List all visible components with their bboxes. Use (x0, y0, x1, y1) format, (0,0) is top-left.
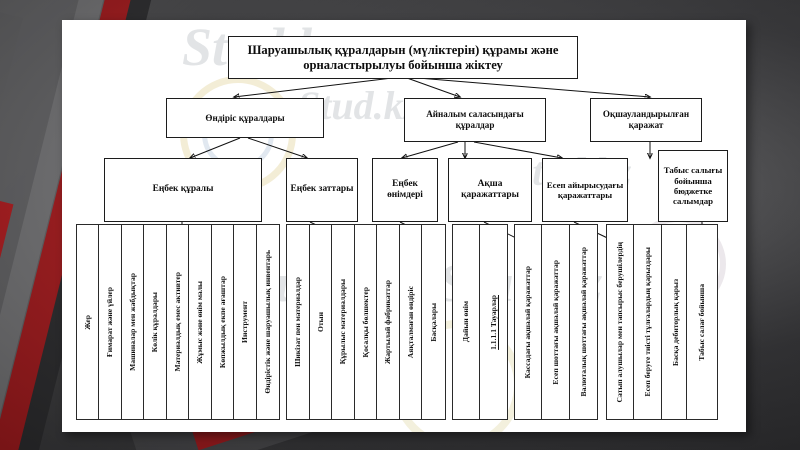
leaf-column[interactable]: Өндірістік және шаруашылық инвентарь (257, 225, 279, 419)
leaf-label: Материалдық емес активтер (172, 272, 182, 372)
leaf-label: Жер (82, 314, 92, 330)
leaf-group-labour-objects: Шикізат пен материалдар Отын Құрылыс мат… (286, 224, 446, 420)
leaf-group-cash-funds: Кассадағы ақшалай қаражаттар Есеп шоттағ… (514, 224, 598, 420)
leaf-label: Шикізат пен материалдар (293, 277, 303, 367)
leaf-group-income-tax: Табыс салағ бойынша (686, 224, 718, 420)
leaf-column[interactable]: Инструмент (234, 225, 257, 419)
leaf-group-labour-products: Дайын өнім 1.1.1.1 Тауарлар (452, 224, 508, 420)
leaf-label: Көлік құралдары (150, 291, 160, 353)
leaf-label: Өндірістік және шаруашылық инвентарь (263, 250, 273, 394)
level3-box-cash-funds: Ақша қаражаттары (448, 158, 532, 222)
leaf-column[interactable]: Табыс салағ бойынша (687, 225, 717, 419)
level3-box-income-tax-budget: Табыс салығы бойынша бюджетке салымдар (658, 150, 728, 222)
leaf-label: Басқа дебиторлық қарыз (670, 278, 680, 366)
leaf-column[interactable]: Есеп шоттағы ақшалай қаражаттар (542, 225, 570, 419)
leaf-column[interactable]: Жұмыс және өнім малы (189, 225, 212, 419)
leaf-group-settlement-funds: Сатып алушылар мен тапсырыс берушілердің… (606, 224, 690, 420)
leaf-label: Қосалқы бөлшектер (360, 286, 370, 358)
leaf-label: Құрылыс материалдары (338, 279, 348, 365)
diagram-title-box: Шаруашылық құралдарын (мүліктерін) құрам… (228, 36, 578, 79)
level2-label: Айналым саласындағы құралдар (426, 109, 524, 130)
level2-box-circulation-means: Айналым саласындағы құралдар (404, 98, 546, 142)
level2-label: Оқшауландырылған қаражат (602, 109, 690, 130)
leaf-label: Есеп беруге тиісті тұлғалардың қарыздары (642, 247, 652, 397)
level3-label: Еңбек құралы (152, 184, 214, 195)
leaf-column[interactable]: Жартылай фабрикаттар (377, 225, 400, 419)
leaf-label: 1.1.1.1 Тауарлар (488, 294, 498, 350)
leaf-label: Көпжылдық екпе ағаштар (217, 275, 227, 369)
level2-box-isolated-funds: Оқшауландырылған қаражат (590, 98, 702, 142)
leaf-column[interactable]: Ғимарат және үйлер (99, 225, 122, 419)
leaf-label: Есеп шоттағы ақшалай қаражаттар (550, 259, 560, 385)
cut-off-text-fragment: ------ (480, 20, 498, 22)
leaf-column[interactable]: 1.1.1.1 Тауарлар (480, 225, 507, 419)
leaf-column[interactable]: Дайын өнім (453, 225, 481, 419)
leaf-label: Дайын өнім (461, 301, 471, 343)
leaf-label: Басқалары (429, 302, 438, 342)
leaf-column[interactable]: Аяқталмаған өндіріс (400, 225, 423, 419)
diagram-title: Шаруашылық құралдарын (мүліктерін) құрам… (247, 42, 559, 72)
leaf-label: Ғимарат және үйлер (105, 286, 115, 358)
level2-label: Өндіріс құралдары (205, 112, 285, 123)
leaf-column[interactable]: Материалдық емес активтер (167, 225, 190, 419)
level3-label: Еңбек заттары (290, 184, 354, 195)
leaf-column[interactable]: Кассадағы ақшалай қаражаттар (515, 225, 543, 419)
leaf-column[interactable]: Құрылыс материалдары (332, 225, 355, 419)
leaf-group-labour-tools: Жер Ғимарат және үйлер Машиналар мен жаб… (76, 224, 280, 420)
leaf-label: Аяқталмаған өндіріс (405, 285, 415, 359)
leaf-label: Сатып алушылар мен тапсырыс берушілердің (615, 241, 625, 403)
level3-label: Табыс салығы бойынша бюджетке салымдар (663, 165, 723, 207)
level3-label: Есеп айырысудағы қаражаттары (546, 179, 624, 200)
leaf-column[interactable]: Көпжылдық екпе ағаштар (212, 225, 235, 419)
level3-label: Ақша қаражаттары (461, 178, 519, 200)
level3-box-labour-products: Еңбек өнімдері (372, 158, 438, 222)
level3-label: Еңбек өнімдері (387, 178, 423, 200)
slide-canvas: Stud.kz Stud.kz Stud.kz - Stud.kz Stud.k… (62, 20, 746, 432)
leaf-column[interactable]: Отын (310, 225, 333, 419)
leaf-label: Жұмыс және өнім малы (195, 280, 205, 364)
level2-box-production-means: Өндіріс құралдары (166, 98, 324, 138)
leaf-label: Валюталық шоттағы ақшалай қаражаттар (578, 247, 588, 397)
leaf-column[interactable]: Басқалары (422, 225, 445, 419)
level3-box-labour-objects: Еңбек заттары (286, 158, 358, 222)
leaf-column[interactable]: Шикізат пен материалдар (287, 225, 310, 419)
leaf-label: Жартылай фабрикаттар (383, 279, 393, 365)
level3-box-labour-tools: Еңбек құралы (104, 158, 262, 222)
leaf-label: Инструмент (240, 301, 250, 343)
leaf-column[interactable]: Машиналар мен жабдықтар (122, 225, 145, 419)
leaf-label: Отын (315, 312, 325, 332)
leaf-column[interactable]: Валюталық шоттағы ақшалай қаражаттар (570, 225, 597, 419)
leaf-column[interactable]: Қосалқы бөлшектер (355, 225, 378, 419)
leaf-column[interactable]: Сатып алушылар мен тапсырыс берушілердің (607, 225, 635, 419)
leaf-column[interactable]: Көлік құралдары (144, 225, 167, 419)
leaf-label: Машиналар мен жабдықтар (127, 273, 137, 371)
leaf-column[interactable]: Басқа дебиторлық қарыз (662, 225, 689, 419)
leaf-column[interactable]: Есеп беруге тиісті тұлғалардың қарыздары (634, 225, 662, 419)
level3-box-settlement-funds: Есеп айырысудағы қаражаттары (542, 158, 628, 222)
leaf-label: Кассадағы ақшалай қаражаттар (523, 265, 533, 379)
leaf-label: Табыс салағ бойынша (697, 283, 707, 361)
leaf-column[interactable]: Жер (77, 225, 100, 419)
